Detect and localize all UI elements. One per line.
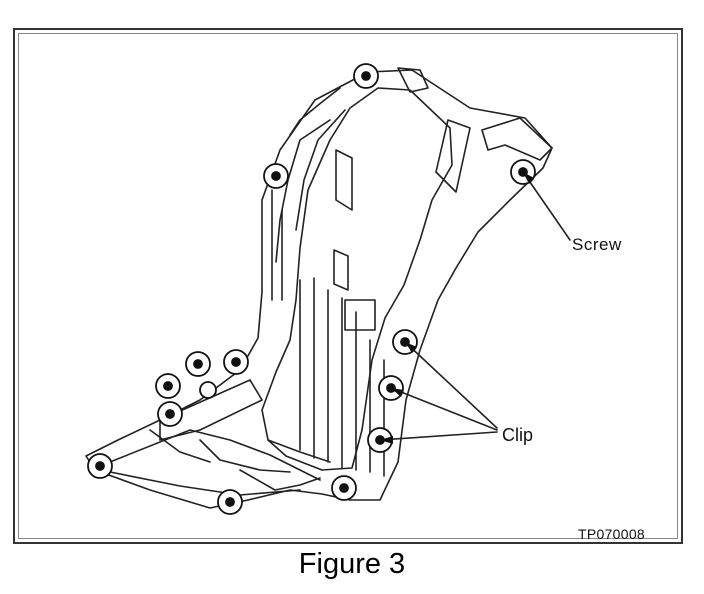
clip-leader bbox=[379, 431, 498, 441]
cover-outer-outline bbox=[85, 69, 553, 509]
boss-block bbox=[344, 299, 376, 331]
lower-flange bbox=[99, 469, 301, 496]
arrow-head-icon bbox=[380, 436, 393, 444]
bolt-icon bbox=[199, 381, 217, 399]
lower-flange bbox=[267, 439, 331, 463]
boss-block bbox=[435, 119, 471, 193]
bolt-icon bbox=[331, 475, 357, 501]
screw-icon bbox=[353, 63, 379, 89]
screw-callout: Screw bbox=[572, 235, 622, 254]
arrow-head-icon bbox=[391, 388, 404, 397]
clip-leader bbox=[390, 387, 498, 431]
bolt-icon bbox=[217, 489, 243, 515]
clip-leader bbox=[404, 341, 498, 429]
upper-rib bbox=[295, 109, 346, 231]
bracket bbox=[397, 67, 429, 93]
boss-block bbox=[333, 249, 349, 291]
bracket bbox=[481, 117, 553, 161]
screw-icon bbox=[263, 163, 289, 189]
bolt-icon bbox=[185, 351, 211, 377]
upper-rib bbox=[289, 87, 341, 136]
bolt-icon bbox=[155, 373, 181, 399]
screw-leader bbox=[522, 171, 571, 241]
lower-flange bbox=[199, 439, 291, 473]
arrow-head-icon bbox=[523, 172, 534, 184]
lower-flange bbox=[109, 429, 321, 481]
figure-inner-border bbox=[18, 33, 678, 539]
bolt-icon bbox=[223, 349, 249, 375]
lower-flange bbox=[149, 429, 211, 463]
clip-callout: Clip bbox=[502, 425, 534, 445]
lower-flange bbox=[239, 469, 321, 491]
cover-inner-outline bbox=[261, 87, 453, 471]
bolt-icon bbox=[87, 453, 113, 479]
boss-block bbox=[335, 149, 353, 211]
arrow-head-icon bbox=[405, 342, 417, 353]
figure-caption: Figure 3 bbox=[298, 548, 406, 580]
figure-code: TP070008 bbox=[578, 526, 646, 542]
bolt-icon bbox=[157, 401, 183, 427]
